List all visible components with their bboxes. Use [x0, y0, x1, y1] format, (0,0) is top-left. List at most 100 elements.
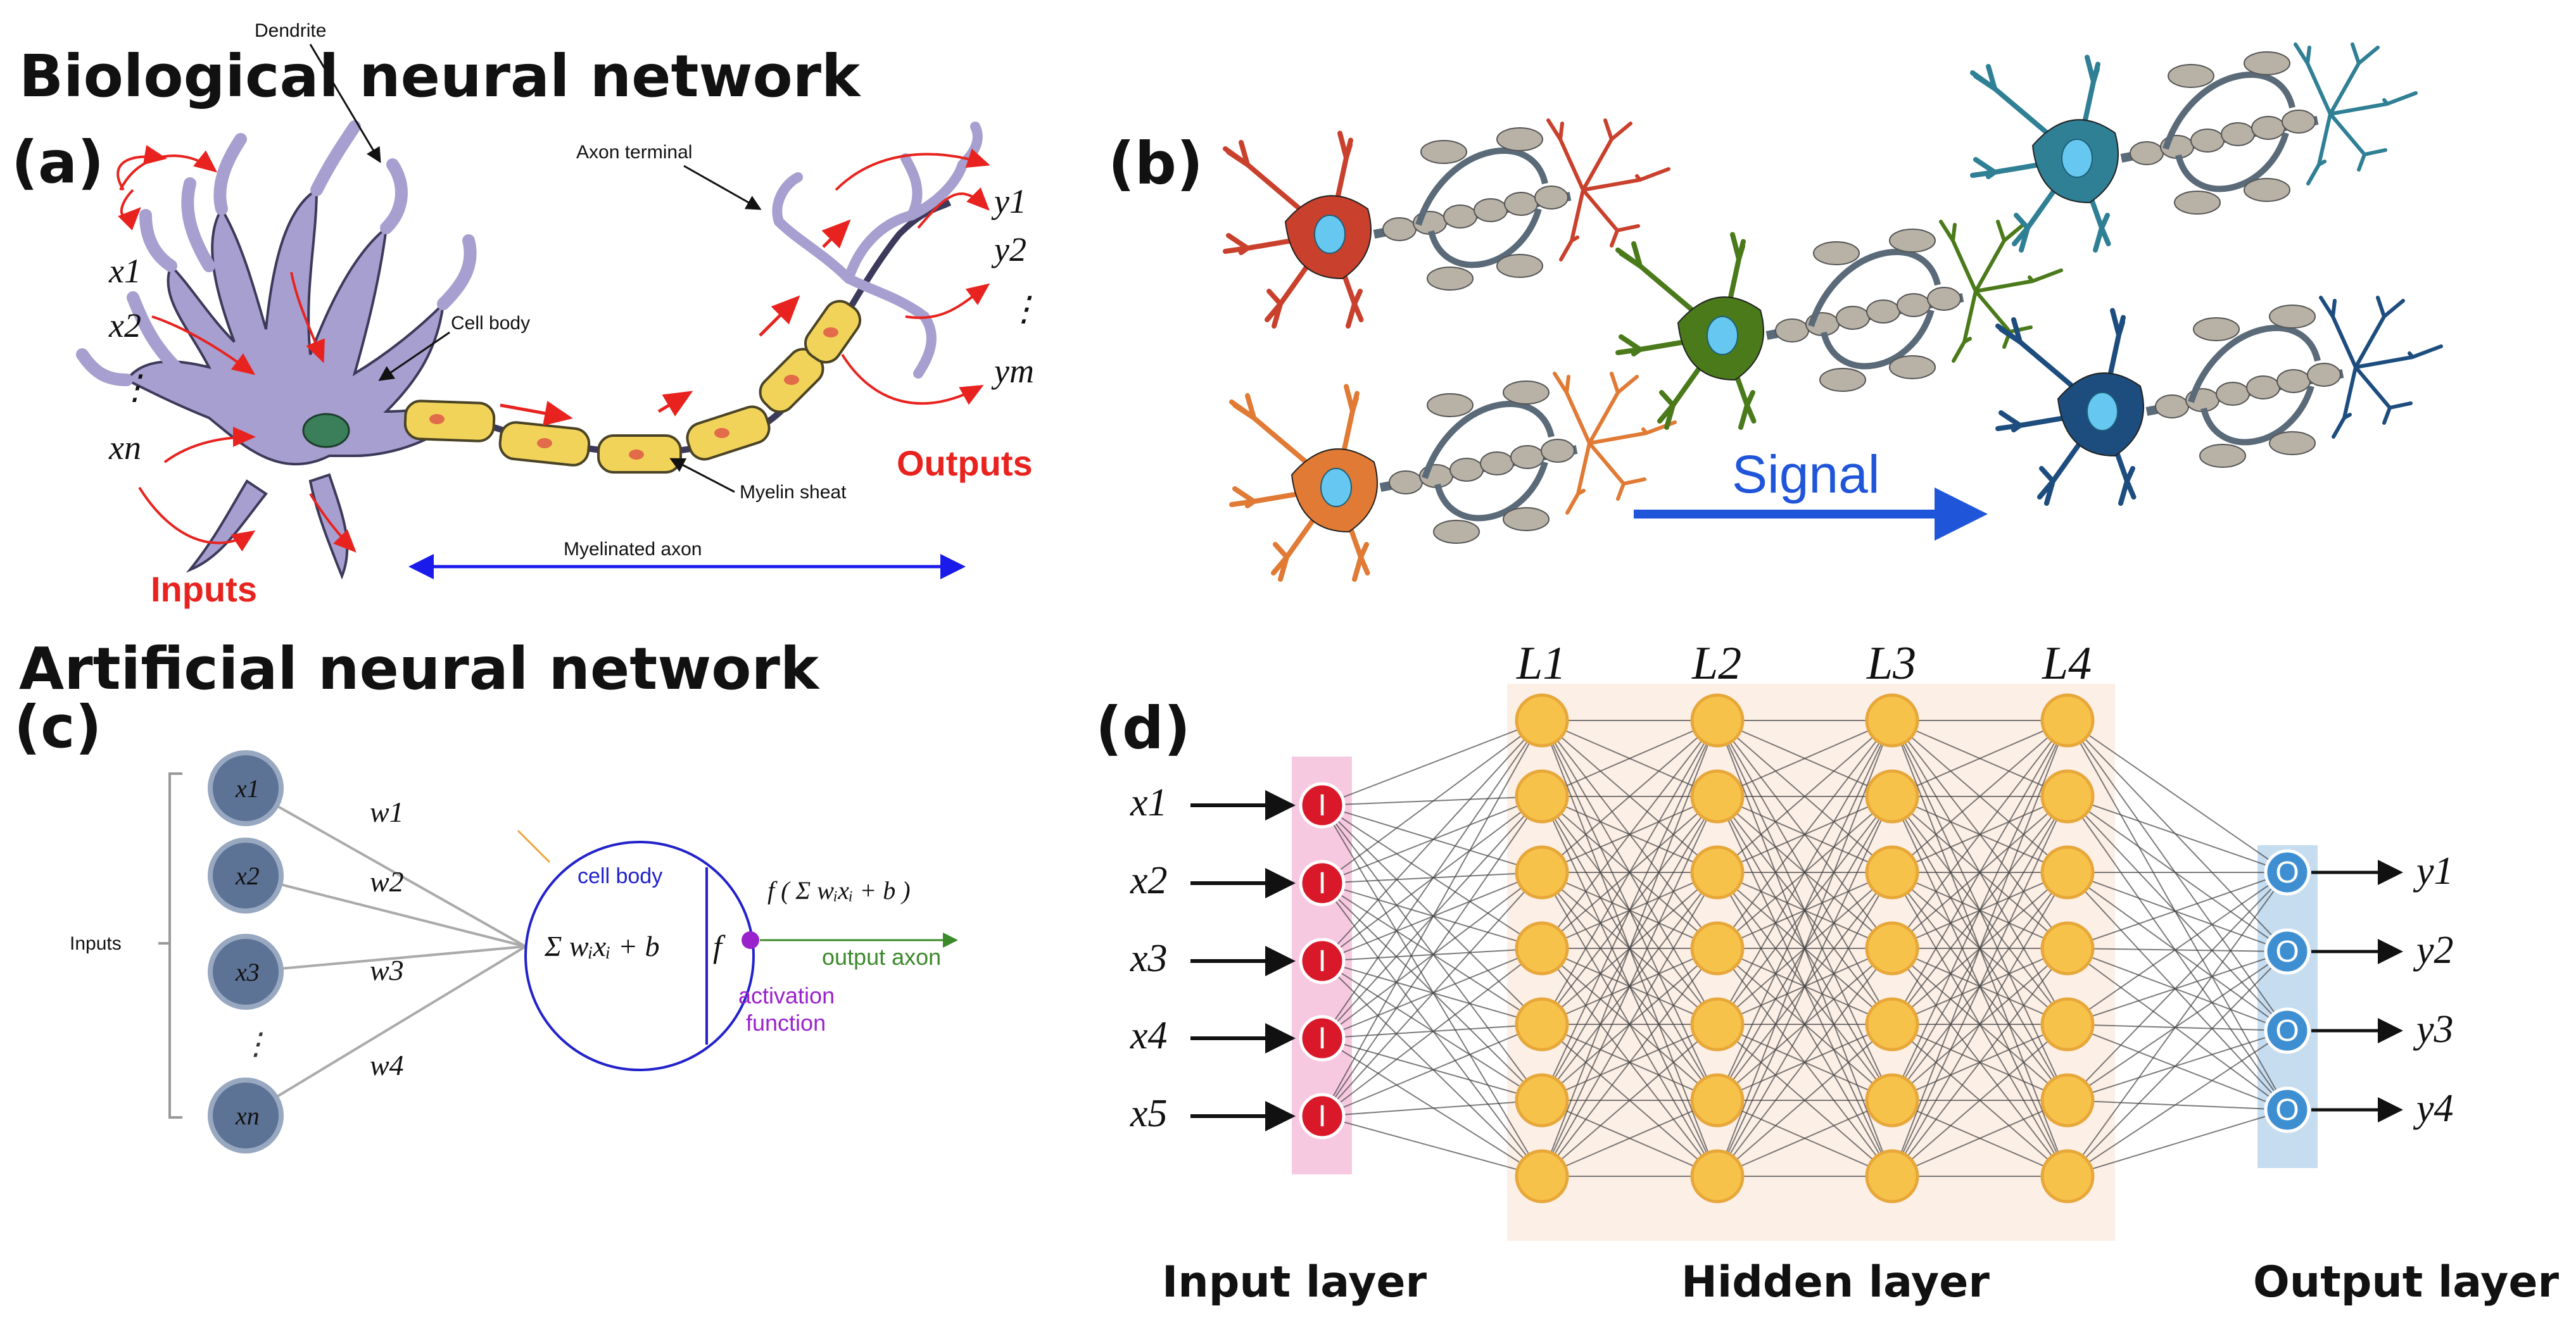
label-axon-terminal: Axon terminal	[576, 142, 692, 163]
activation-dot	[742, 931, 759, 949]
panel-label-d: (d)	[1095, 695, 1190, 762]
neuron-orange-nucleus	[1320, 468, 1352, 507]
neuron-red	[1223, 118, 1670, 329]
hidden-4-node-5	[2040, 997, 2095, 1052]
inputs-bracket	[158, 772, 182, 1119]
hidden-3-node-2	[1865, 769, 1919, 824]
f-expression: f ( Σ wᵢxᵢ + b )	[767, 876, 911, 905]
layer-label-l1: L1	[1516, 638, 1566, 689]
hidden-4-node-4	[2040, 921, 2095, 976]
heading-biological: Biological neural network	[19, 42, 861, 110]
output-label-y4: y4	[2413, 1087, 2454, 1130]
input-node-x3	[208, 934, 284, 1010]
layer-label-l4: L4	[2042, 638, 2092, 689]
layer-label-l3: L3	[1866, 638, 1916, 689]
label-activation-line2: function	[746, 1010, 826, 1036]
input-node-x1	[208, 750, 284, 826]
input-node-4	[1299, 1015, 1346, 1062]
hidden-4-node-6	[2040, 1073, 2095, 1128]
output-var-dots: ⋮	[1007, 290, 1041, 328]
hidden-1-node-2	[1515, 769, 1569, 824]
input-node-letter-2: I	[1318, 867, 1326, 900]
input-var-dots: ⋮	[118, 368, 152, 406]
neuron-green-nucleus	[1707, 316, 1738, 355]
hidden-4-node-3	[2040, 845, 2095, 900]
hidden-3-node-7	[1865, 1149, 1919, 1204]
input-node-label-x2: x2	[235, 862, 260, 890]
hidden-2-node-7	[1690, 1149, 1745, 1204]
neuron-green	[1615, 220, 2063, 430]
neuron-red-nucleus	[1314, 215, 1346, 254]
caption-input-layer: Input layer	[1162, 1257, 1427, 1307]
output-node-3	[2264, 1007, 2311, 1054]
neuron-navy	[1995, 296, 2443, 506]
input-node-letter-1: I	[1318, 789, 1326, 822]
input-arrows	[117, 144, 357, 553]
axon-terminal-branches	[772, 122, 983, 379]
input-node-label-xn: xn	[235, 1102, 260, 1130]
label-cell-body: Cell body	[451, 313, 530, 334]
network-io-arrows	[1190, 790, 2403, 1131]
output-node-letter-2: O	[2275, 935, 2299, 969]
weight-w3: w3	[370, 954, 404, 986]
input-node-3	[1299, 938, 1346, 984]
label-activation-line1: activation	[738, 983, 835, 1009]
network-edges	[1322, 720, 2288, 1177]
hidden-1-node-5	[1515, 997, 1569, 1052]
input-node-label-dots: ⋮	[241, 1028, 271, 1061]
hidden-3-node-4	[1865, 921, 1919, 976]
hidden-1-node-3	[1515, 845, 1569, 900]
input-node-letter-3: I	[1318, 945, 1326, 978]
panel-label-a: (a)	[11, 129, 104, 196]
weight-line-x2	[245, 874, 526, 948]
weight-w1: w1	[370, 796, 404, 828]
network-nodes	[1299, 693, 2311, 1204]
perceptron-weight-lines	[244, 787, 527, 1117]
input-node-x2	[208, 838, 284, 914]
input-node-2	[1299, 860, 1346, 907]
output-label-y2: y2	[2413, 929, 2454, 972]
hidden-1-node-1	[1515, 693, 1569, 748]
label-myelinated-axon: Myelinated axon	[564, 539, 702, 560]
input-node-letter-4: I	[1318, 1022, 1326, 1055]
hidden-3-node-6	[1865, 1073, 1919, 1128]
panel-label-c: (c)	[14, 693, 102, 761]
hidden-4-node-1	[2040, 693, 2095, 748]
hidden-1-node-6	[1515, 1073, 1569, 1128]
hidden-3-node-1	[1865, 693, 1919, 748]
input-node-1	[1299, 782, 1346, 829]
signal-label: Signal	[1732, 444, 1880, 504]
weight-line-x1	[245, 787, 526, 948]
output-node-letter-1: O	[2275, 856, 2299, 889]
input-label-x1: x1	[1130, 781, 1168, 824]
label-output-axon: output axon	[822, 944, 941, 970]
weight-line-xn	[244, 945, 527, 1117]
panel-label-b: (b)	[1108, 130, 1203, 198]
neuron-teal	[1970, 42, 2418, 253]
neuron-navy-nucleus	[2087, 392, 2118, 431]
panel-b-neuron-chain	[1223, 42, 2443, 582]
output-var-y2: y2	[991, 230, 1026, 268]
input-label-x5: x5	[1130, 1092, 1168, 1135]
layer-label-l2: L2	[1691, 638, 1741, 689]
hidden-3-node-3	[1865, 845, 1919, 900]
weight-line-x3	[245, 945, 526, 973]
output-label-y1: y1	[2413, 850, 2454, 893]
hidden-1-node-4	[1515, 921, 1569, 976]
input-var-x2: x2	[108, 306, 141, 344]
myelin-nuclei	[429, 327, 838, 460]
input-var-xn: xn	[108, 429, 141, 467]
output-node-2	[2264, 928, 2311, 975]
hidden-4-node-7	[2040, 1149, 2095, 1204]
hidden-3-node-5	[1865, 997, 1919, 1052]
hidden-2-node-3	[1690, 845, 1745, 900]
neuron-orange	[1229, 372, 1677, 582]
weight-w4: w4	[370, 1049, 404, 1081]
heading-artificial: Artificial neural network	[19, 635, 820, 703]
weight-w2: w2	[370, 865, 404, 898]
